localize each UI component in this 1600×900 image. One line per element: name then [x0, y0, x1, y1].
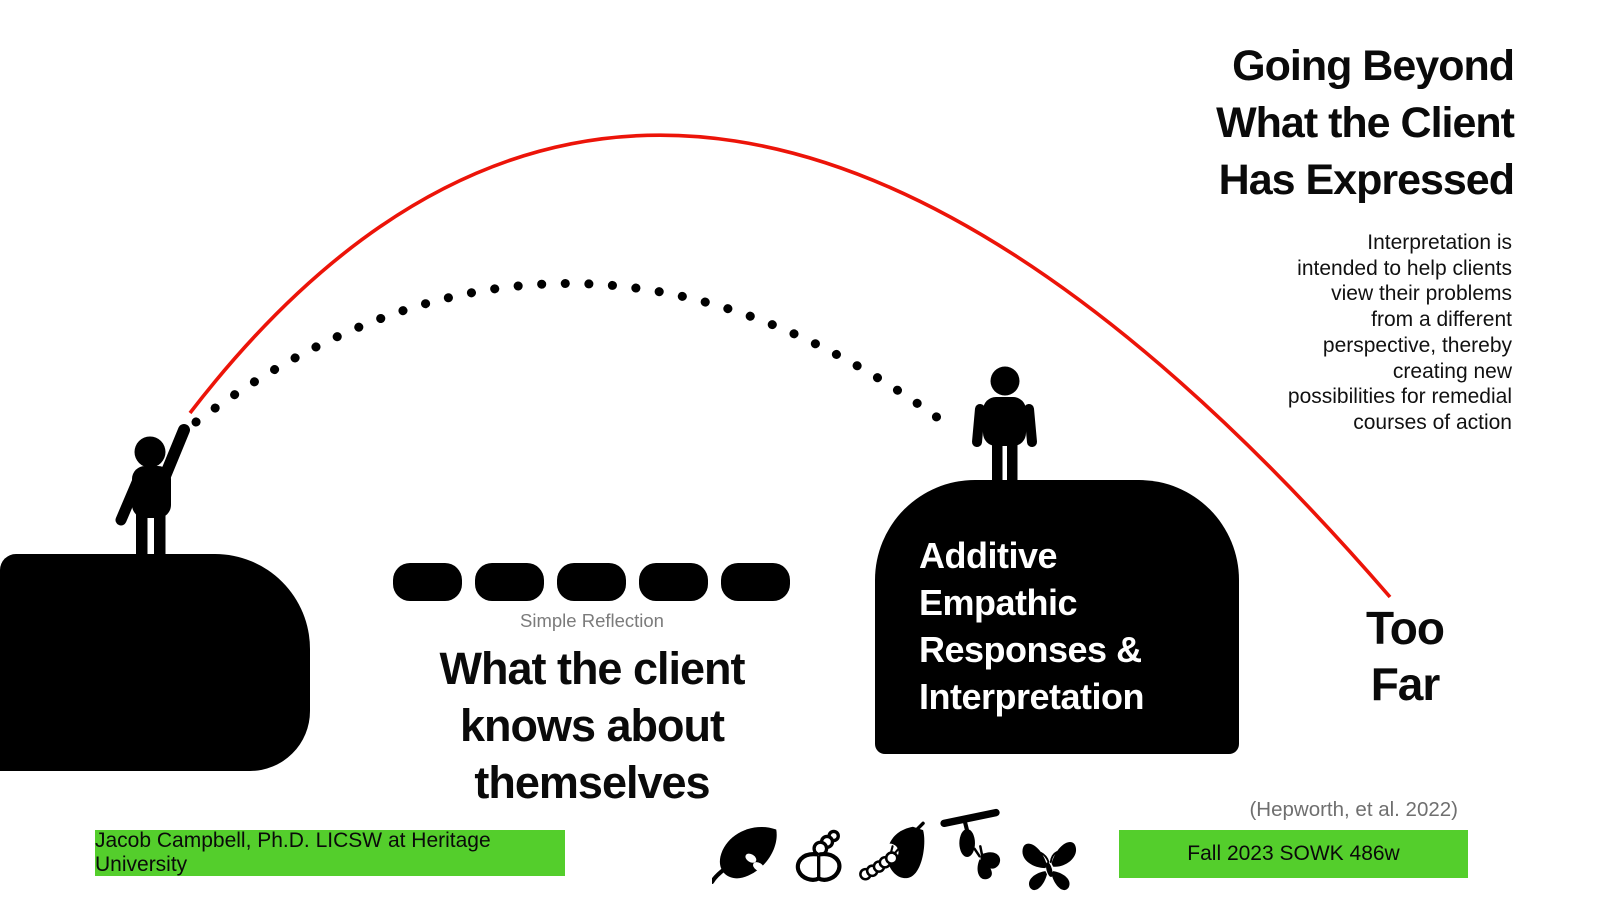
dashed-divider: [393, 563, 790, 601]
leaf-with-eggs-icon: [712, 826, 777, 885]
caterpillar-eating-leaf-icon: [859, 821, 925, 881]
metamorphosis-icon-strip: [712, 800, 1082, 894]
person-throwing-icon: [115, 424, 190, 556]
dash: [393, 563, 462, 601]
dash: [721, 563, 790, 601]
additive-empathy-platform: Additive Empathic Responses & Interpreta…: [875, 480, 1239, 754]
slide-title: Going Beyond What the Client Has Express…: [1216, 42, 1515, 204]
chrysalis-emerging-butterfly-icon: [940, 808, 1001, 880]
author-banner-text: Jacob Campbell, Ph.D. LICSW at Heritage …: [95, 829, 491, 876]
simple-reflection-label: Simple Reflection: [520, 610, 664, 631]
dash: [639, 563, 708, 601]
course-banner-text: Fall 2023 SOWK 486w: [1187, 842, 1400, 865]
hatching-larva-icon: [795, 829, 842, 882]
additive-empathy-label: Additive Empathic Responses & Interpreta…: [919, 535, 1145, 717]
too-far-label: Too Far: [1366, 602, 1445, 710]
citation: (Hepworth, et al. 2022): [1249, 798, 1458, 821]
dash: [475, 563, 544, 601]
course-banner: Fall 2023 SOWK 486w: [1119, 830, 1468, 878]
client-platform: [0, 554, 310, 771]
dotted-trajectory-arc: [191, 279, 943, 427]
person-standing-icon: [972, 366, 1037, 482]
author-banner: Jacob Campbell, Ph.D. LICSW at Heritage …: [95, 829, 565, 876]
dash: [557, 563, 626, 601]
interpretation-description: Interpretation is intended to help clien…: [1287, 231, 1512, 434]
butterfly-icon: [1022, 842, 1077, 891]
client-knowledge-label: What the client knows about themselves: [439, 643, 745, 808]
